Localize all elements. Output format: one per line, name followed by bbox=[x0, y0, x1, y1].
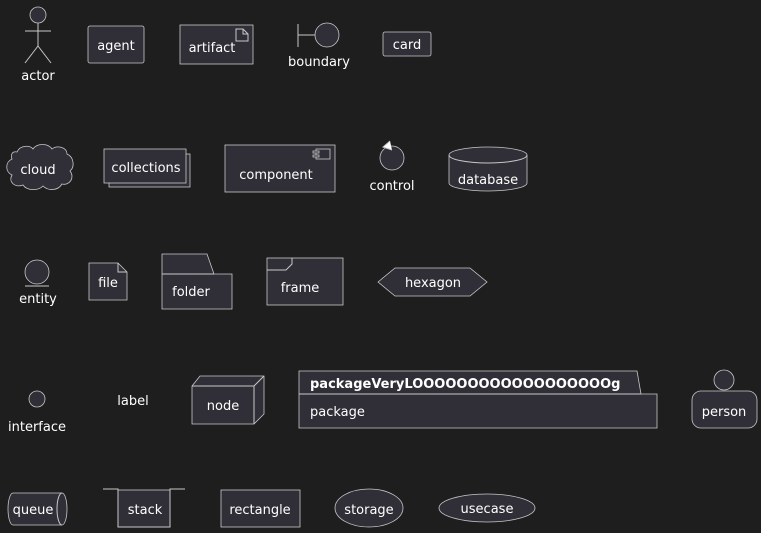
package-element: packageVeryLOOOOOOOOOOOOOOOOOOg package bbox=[298, 370, 658, 429]
boundary-element: boundary bbox=[288, 22, 350, 70]
control-label: control bbox=[369, 179, 414, 194]
rectangle-element: rectangle bbox=[220, 489, 301, 528]
label-element: label bbox=[117, 394, 148, 409]
database-label: database bbox=[458, 173, 518, 188]
folder-element: folder bbox=[161, 253, 233, 310]
stack-label: stack bbox=[128, 503, 163, 518]
entity-element: entity bbox=[19, 259, 57, 307]
person-element: person bbox=[691, 369, 758, 429]
package-body: package bbox=[310, 405, 365, 420]
usecase-element: usecase bbox=[438, 493, 536, 523]
file-label: file bbox=[98, 276, 118, 291]
interface-element: interface bbox=[8, 390, 66, 435]
storage-element: storage bbox=[334, 488, 404, 528]
storage-label: storage bbox=[344, 503, 393, 518]
stack-element: stack bbox=[103, 488, 185, 528]
collections-label: collections bbox=[111, 161, 180, 176]
usecase-label: usecase bbox=[461, 502, 514, 517]
card-element: card bbox=[382, 31, 432, 57]
person-label: person bbox=[702, 405, 747, 420]
actor-element: actor bbox=[21, 6, 55, 84]
artifact-label: artifact bbox=[189, 41, 236, 56]
frame-element: frame bbox=[266, 257, 344, 306]
database-element: database bbox=[448, 146, 528, 192]
node-element: node bbox=[191, 375, 265, 425]
package-title: packageVeryLOOOOOOOOOOOOOOOOOOg bbox=[310, 377, 620, 392]
hexagon-label: hexagon bbox=[405, 276, 461, 291]
folder-label: folder bbox=[172, 285, 210, 300]
agent-label: agent bbox=[97, 39, 135, 54]
actor-label: actor bbox=[21, 69, 55, 84]
component-element: component bbox=[224, 144, 336, 193]
boundary-label: boundary bbox=[288, 55, 350, 70]
queue-element: queue bbox=[7, 492, 68, 526]
component-label: component bbox=[239, 168, 313, 183]
artifact-element: artifact bbox=[179, 24, 254, 65]
agent-element: agent bbox=[87, 25, 145, 64]
interface-label: interface bbox=[8, 420, 66, 435]
node-label: node bbox=[207, 399, 239, 414]
queue-label: queue bbox=[13, 503, 54, 518]
entity-label: entity bbox=[19, 292, 57, 307]
frame-label: frame bbox=[281, 281, 320, 296]
rectangle-label: rectangle bbox=[229, 503, 290, 518]
card-label: card bbox=[393, 38, 421, 53]
cloud-element: cloud bbox=[6, 144, 74, 191]
cloud-label: cloud bbox=[20, 163, 55, 178]
label-text: label bbox=[117, 394, 148, 409]
control-element: control bbox=[369, 140, 415, 194]
file-element: file bbox=[88, 262, 128, 301]
hexagon-element: hexagon bbox=[377, 267, 488, 297]
collections-element: collections bbox=[103, 148, 191, 188]
